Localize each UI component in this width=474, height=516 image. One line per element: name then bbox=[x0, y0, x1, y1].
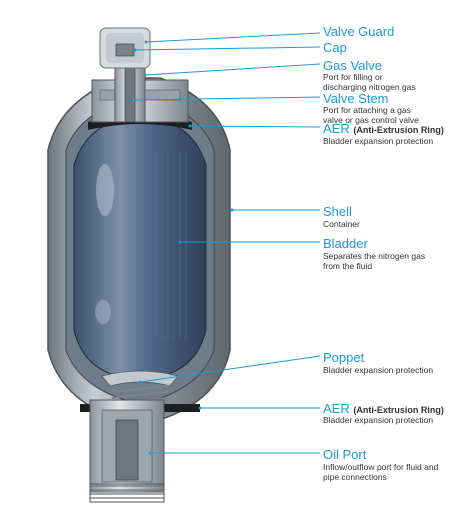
leader-lines bbox=[134, 32, 321, 454]
label-valve-stem: Valve Stem bbox=[323, 91, 389, 107]
label-aer-top: AER (Anti-Extrusion Ring) bbox=[323, 121, 444, 137]
shell-desc: Container bbox=[323, 219, 360, 229]
valve-stem-title: Valve Stem bbox=[323, 91, 389, 106]
aer-bottom-title: AER bbox=[323, 401, 350, 416]
gas-valve-title: Gas Valve bbox=[323, 58, 383, 73]
label-gas-valve: Gas Valve bbox=[323, 58, 382, 74]
label-aer-bottom: AER (Anti-Extrusion Ring) bbox=[323, 401, 444, 417]
cap-shape bbox=[115, 43, 135, 57]
valve-stem bbox=[124, 61, 136, 123]
valve-stem-desc: Port for attaching a gas valve or gas co… bbox=[323, 105, 419, 125]
valve-guard-title: Valve Guard bbox=[323, 24, 395, 39]
label-bladder: Bladder bbox=[323, 236, 368, 252]
bladder-title: Bladder bbox=[323, 236, 368, 251]
aer-bottom-desc: Bladder expansion protection bbox=[323, 415, 434, 425]
oil-port-title: Oil Port bbox=[323, 447, 367, 462]
poppet-title: Poppet bbox=[323, 350, 365, 365]
oil-port-threads bbox=[90, 485, 164, 499]
bladder-desc: Separates the nitrogen gas from the flui… bbox=[323, 251, 426, 271]
shell-title: Shell bbox=[323, 204, 352, 219]
label-poppet: Poppet bbox=[323, 350, 364, 366]
cap-title: Cap bbox=[323, 40, 347, 55]
aer-top-desc: Bladder expansion protection bbox=[323, 136, 434, 146]
label-cap: Cap bbox=[323, 40, 347, 56]
label-oil-port: Oil Port bbox=[323, 447, 366, 463]
label-valve-guard: Valve Guard bbox=[323, 24, 394, 40]
poppet-desc: Bladder expansion protection bbox=[323, 365, 434, 375]
aer-top-title: AER bbox=[323, 121, 350, 136]
aer-bottom-note: (Anti-Extrusion Ring) bbox=[353, 405, 444, 415]
label-shell: Shell bbox=[323, 204, 352, 220]
aer-top-note: (Anti-Extrusion Ring) bbox=[353, 125, 444, 135]
oil-port-desc: Inflow/outflow port for fluid and pipe c… bbox=[323, 462, 439, 482]
bladder-highlight bbox=[96, 164, 114, 216]
poppet-head bbox=[101, 370, 179, 387]
gas-valve-desc: Port for filling or discharging nitrogen… bbox=[323, 72, 416, 92]
